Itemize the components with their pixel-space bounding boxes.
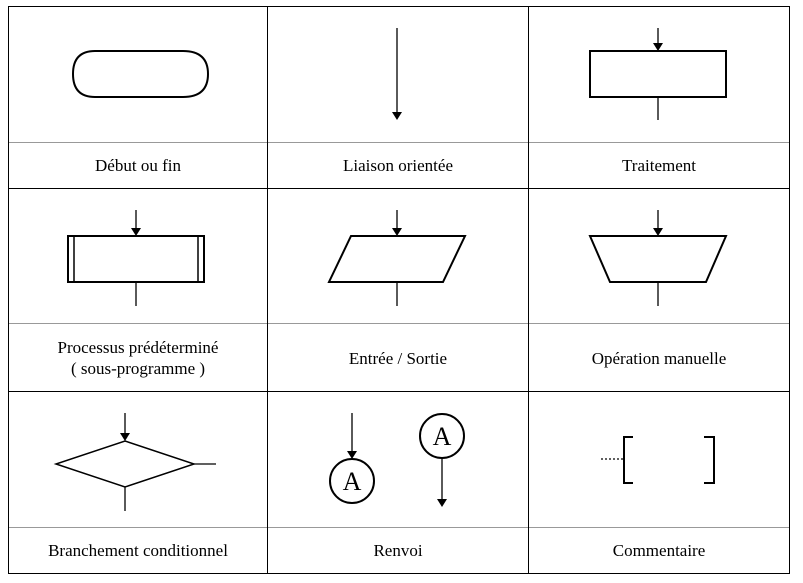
symbol-label: Renvoi xyxy=(373,541,423,560)
cell-renvoi: A A Renvoi xyxy=(268,391,528,574)
cell-processus: Processus prédéterminé ( sous-programme … xyxy=(8,188,268,391)
manual-operation-symbol xyxy=(588,210,728,306)
symbol-label-line2: ( sous-programme ) xyxy=(70,359,206,378)
symbol-label: Entrée / Sortie xyxy=(348,348,448,368)
input-output-symbol xyxy=(327,210,467,306)
cell-branchement: Branchement conditionnel xyxy=(8,391,268,574)
symbol-label: Liaison orientée xyxy=(343,156,453,175)
cell-debut-fin: Début ou fin xyxy=(8,6,268,188)
cell-liaison: Liaison orientée xyxy=(268,6,528,188)
symbol-label: Opération manuelle xyxy=(591,348,727,368)
symbol-label: Branchement conditionnel xyxy=(48,541,228,560)
connector-letter: A xyxy=(343,467,362,496)
row-divider xyxy=(8,391,790,392)
table-border-bottom xyxy=(8,573,790,574)
symbol-label: Commentaire xyxy=(612,541,706,560)
cell-entree-sortie: Entrée / Sortie xyxy=(268,188,528,391)
connector-symbol: A A xyxy=(329,413,465,507)
terminator-symbol xyxy=(71,50,210,98)
cell-traitement: Traitement xyxy=(528,6,790,188)
row-divider xyxy=(8,142,790,143)
directed-link-symbol xyxy=(392,28,402,120)
process-symbol xyxy=(589,28,727,120)
comment-symbol xyxy=(601,436,715,484)
column-divider xyxy=(528,6,529,574)
table-border-right xyxy=(789,6,790,574)
cell-operation-manuelle: Opération manuelle xyxy=(528,188,790,391)
cell-commentaire: Commentaire xyxy=(528,391,790,574)
table-border-left xyxy=(8,6,9,574)
row-divider xyxy=(8,188,790,189)
predefined-process-symbol xyxy=(67,210,205,306)
symbol-label: Traitement xyxy=(622,156,696,175)
connector-letter: A xyxy=(433,422,452,451)
row-divider xyxy=(8,323,790,324)
symbol-label: Début ou fin xyxy=(95,156,181,175)
symbol-label: Processus prédéterminé ( sous-programme … xyxy=(8,324,268,392)
symbol-label-line1: Processus prédéterminé xyxy=(57,338,219,357)
row-divider xyxy=(8,527,790,528)
decision-symbol xyxy=(53,413,216,511)
column-divider xyxy=(267,6,268,574)
table-border-top xyxy=(8,6,790,7)
flowchart-symbol-table: Début ou fin Liaison orientée Traitement… xyxy=(8,6,790,574)
